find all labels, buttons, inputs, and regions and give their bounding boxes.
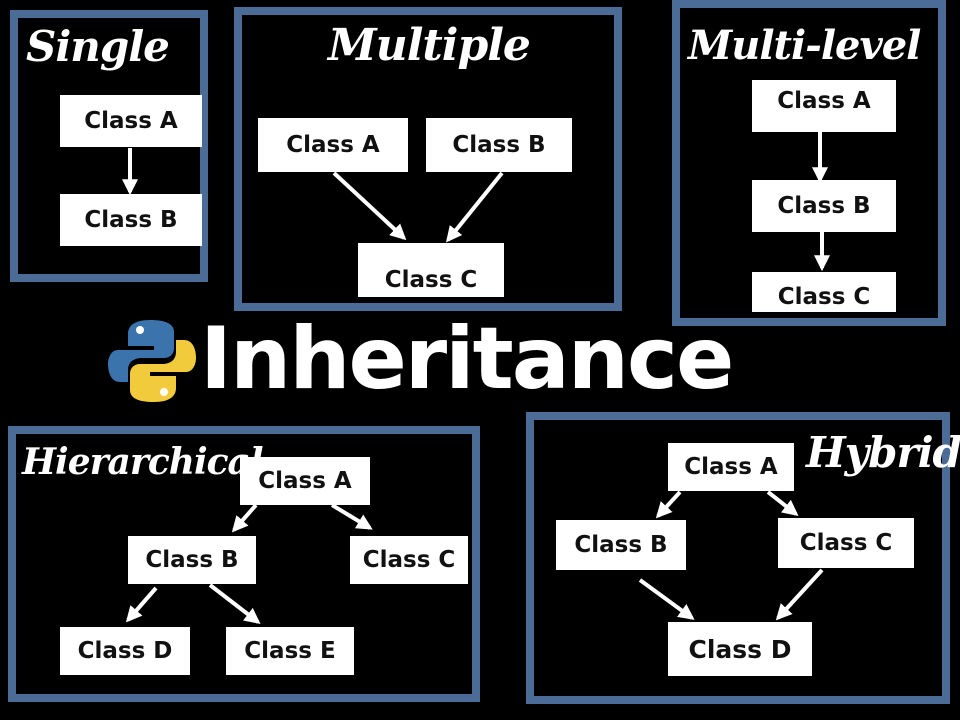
arrow-hier-b-e <box>208 583 261 624</box>
hybrid-class-a: Class A <box>668 443 794 491</box>
hybrid-class-d: Class D <box>668 622 812 676</box>
multilevel-class-c: Class C <box>752 272 896 312</box>
panel-multilevel <box>672 0 946 326</box>
main-title: Inheritance <box>200 309 734 409</box>
hierarchical-class-a: Class A <box>240 457 370 505</box>
multilevel-title: Multi-level <box>688 22 921 69</box>
arrow-hybrid-c-d <box>775 568 824 621</box>
arrow-hybrid-a-b <box>655 490 682 519</box>
multiple-title: Multiple <box>328 20 531 71</box>
hierarchical-class-c: Class C <box>350 536 468 584</box>
hierarchical-class-b: Class B <box>128 536 256 584</box>
arrow-hybrid-a-c <box>766 490 799 516</box>
hierarchical-class-d: Class D <box>60 627 190 675</box>
hierarchical-class-e: Class E <box>226 627 354 675</box>
python-logo-icon <box>108 320 196 402</box>
arrow-multiple-b-c <box>445 171 504 243</box>
hybrid-class-c: Class C <box>778 518 914 568</box>
multilevel-class-a: Class A <box>752 80 896 132</box>
arrow-multiple-a-c <box>332 171 407 241</box>
hybrid-class-b: Class B <box>556 520 686 570</box>
hierarchical-title: Hierarchical <box>22 441 264 483</box>
multiple-class-a: Class A <box>258 118 408 172</box>
multiple-class-b: Class B <box>426 118 572 172</box>
single-title: Single <box>26 22 170 71</box>
single-class-a: Class A <box>60 95 202 147</box>
arrow-hier-a-b <box>231 503 258 533</box>
arrow-hier-b-d <box>125 586 158 623</box>
arrow-hier-a-c <box>330 503 373 530</box>
multilevel-class-b: Class B <box>752 180 896 232</box>
arrow-hybrid-b-d <box>638 578 695 620</box>
hybrid-title: Hybrid <box>806 428 960 477</box>
multiple-class-c: Class C <box>358 243 504 297</box>
single-class-b: Class B <box>60 194 202 246</box>
